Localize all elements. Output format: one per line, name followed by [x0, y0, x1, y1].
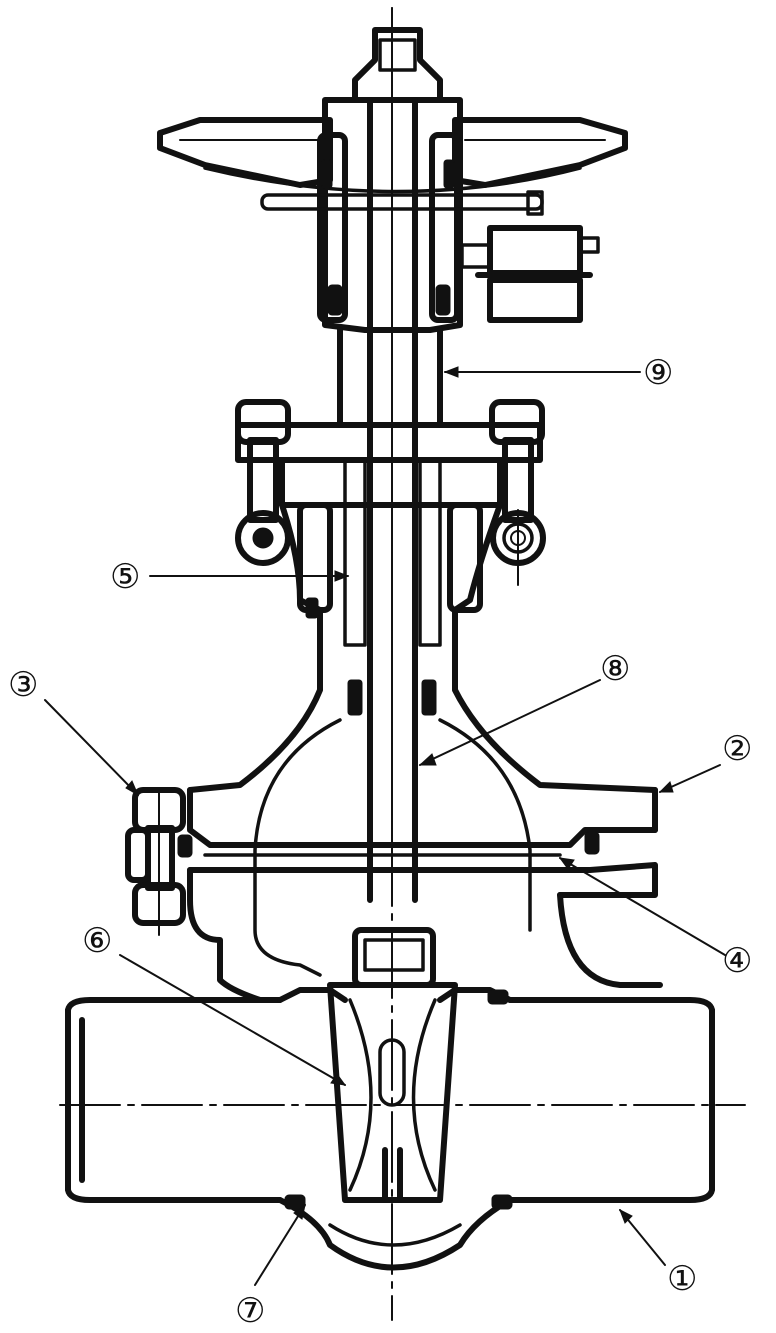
body-bolt [125, 787, 186, 936]
wedge [327, 927, 458, 1203]
callout-2: ② [722, 729, 752, 769]
gland-stud-right [489, 399, 546, 586]
limit-switch-box [460, 225, 600, 323]
yoke-housing [317, 97, 463, 333]
handwheel [157, 117, 628, 194]
lock-lever [260, 190, 544, 216]
callout-1: ① [667, 1259, 697, 1299]
callout-9: ⑨ [643, 353, 673, 393]
callout-8: ⑧ [600, 649, 630, 689]
leader-lines [44, 366, 726, 1286]
callout-labels: ⑨ ⑤ ⑧ ③ ② ⑥ ④ ① ⑦ [8, 353, 752, 1331]
valve-body [65, 987, 715, 1271]
gland-stud-left [235, 399, 291, 566]
bonnet-neck [187, 502, 658, 793]
yoke-sleeve [337, 327, 443, 428]
packing [343, 458, 442, 716]
callout-7: ⑦ [235, 1291, 265, 1331]
centerlines [59, 7, 746, 1321]
callout-4: ④ [722, 941, 752, 981]
callout-3: ③ [8, 665, 38, 705]
callout-5: ⑤ [110, 557, 140, 597]
callout-6: ⑥ [82, 921, 112, 961]
stem-cap [352, 7, 443, 103]
